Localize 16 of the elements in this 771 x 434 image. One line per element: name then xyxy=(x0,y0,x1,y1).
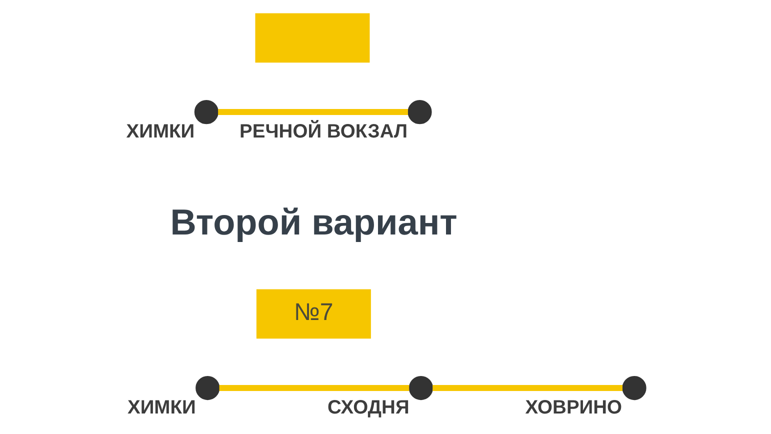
node-label: ХИМКИ xyxy=(126,121,194,142)
node-box: №7 xyxy=(256,288,370,338)
label: Второй вариант xyxy=(170,200,457,242)
node-circle xyxy=(195,375,220,400)
node-circle xyxy=(407,100,432,124)
connector xyxy=(432,384,622,391)
node-circle xyxy=(622,375,646,400)
node-circle xyxy=(194,100,218,124)
node-label: ХИМКИ xyxy=(126,397,196,418)
node-label: РЕЧНОЙ ВОКЗАЛ xyxy=(239,121,408,142)
node-circle xyxy=(408,375,432,400)
connector xyxy=(218,384,409,391)
node-label: ХОВРИНО xyxy=(524,397,622,418)
node-label: СХОДНЯ xyxy=(327,397,409,418)
node-box xyxy=(254,12,370,62)
connector xyxy=(218,108,408,115)
